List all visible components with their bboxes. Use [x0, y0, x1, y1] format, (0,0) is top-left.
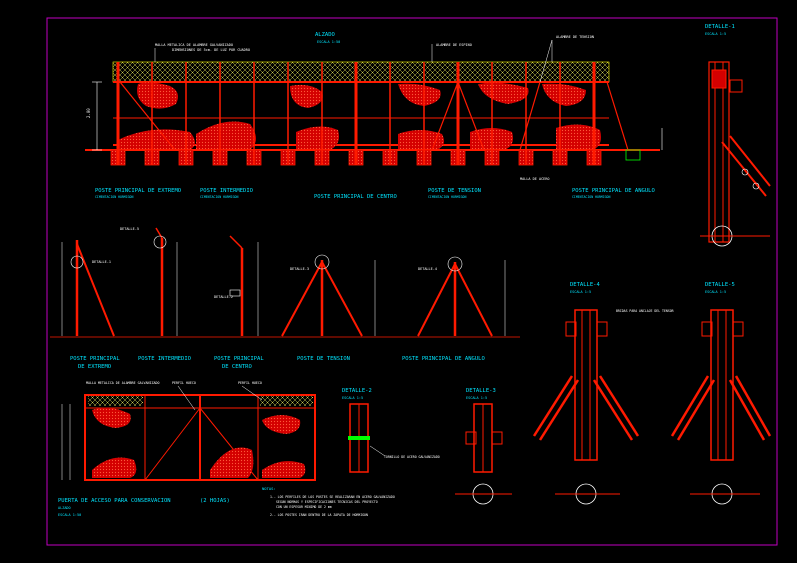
mesh-blob — [398, 83, 441, 106]
ref-detalle-4: DETALLE-4 — [418, 267, 437, 271]
mesh-blob — [118, 129, 195, 150]
small-centro-2: DE CENTRO — [222, 364, 252, 370]
puerta-title: PUERTA DE ACCESO PARA CONSERVACION — [58, 498, 171, 504]
mesh-blob — [196, 121, 256, 150]
small-angulo: POSTE PRINCIPAL DE ANGULO — [402, 356, 485, 362]
puerta-sub: ALZADO — [58, 506, 71, 510]
top-mesh-band — [112, 61, 610, 83]
caption-poste-angulo: POSTE PRINCIPAL DE ANGULO — [572, 188, 655, 194]
nota-1: 1.- LOS PERFILES DE LOS POSTES SE REALIZ… — [270, 495, 395, 499]
puerta-drawing — [61, 385, 316, 481]
caption-sub-angulo: CIMENTACION HORMIGON — [572, 195, 610, 199]
ref-detalle-2: DETALLE-2 — [214, 295, 233, 299]
alzado-title: ALZADO — [315, 32, 335, 38]
small-extremo-1: POSTE PRINCIPAL — [70, 356, 120, 362]
detalle-3-title: DETALLE-3 — [466, 388, 496, 394]
caption-poste-centro: POSTE PRINCIPAL DE CENTRO — [314, 194, 397, 200]
malla-note-2: DIMENSIONES DE 5cm. DE LUZ POR CUADRO — [172, 48, 250, 52]
caption-sub-intermedio: CIMENTACION HORMIGON — [200, 195, 238, 199]
detalle-1-scale: ESCALA 1:5 — [705, 32, 726, 36]
detalle-1-drawing — [700, 61, 771, 247]
mesh-blob — [556, 124, 601, 150]
caption-poste-intermedio: POSTE INTERMEDIO — [200, 188, 253, 194]
caption-sub-extremo: CIMENTACION HORMIGON — [95, 195, 133, 199]
small-intermedio: POSTE INTERMEDIO — [138, 356, 191, 362]
detalle-5-drawing — [670, 309, 772, 505]
mesh-blob — [137, 82, 178, 109]
small-extremo-2: DE EXTREMO — [78, 364, 111, 370]
detalle-2-drawing — [348, 403, 386, 473]
detalle-1-title: DETALLE-1 — [705, 24, 735, 30]
tornillo-label: TORNILLO DE ACERO GALVANIZADO — [384, 455, 440, 459]
mesh-blob — [478, 82, 529, 104]
ref-detalle-5: DETALLE-5 — [120, 227, 139, 231]
nota-1b: SEGUN NORMAS Y ESPECIFICACIONES TECNICAS… — [276, 500, 378, 504]
mesh-blob — [542, 83, 586, 106]
sheet-frame — [46, 17, 778, 546]
ref-detalle-3: DETALLE-3 — [290, 267, 309, 271]
malla-bottom-label: MALLA DE ACERO — [520, 177, 550, 181]
perfil-label-2: PERFIL HUECO — [238, 381, 262, 385]
malla-note: MALLA METALICA DE ALAMBRE GALVANIZADO — [155, 43, 233, 47]
mesh-blob — [290, 84, 323, 108]
alzado-scale: ESCALA 1:50 — [317, 40, 340, 44]
detalle-3-drawing — [455, 403, 512, 505]
puerta-hojas: (2 HOJAS) — [200, 498, 230, 504]
detalle-2-scale: ESCALA 1:5 — [342, 396, 363, 400]
notas-title: NOTAS: — [262, 486, 276, 491]
detalle-4-drawing — [532, 309, 640, 505]
alambre-tension-label: ALAMBRE DE TENSION — [556, 35, 594, 39]
detalle-2-title: DETALLE-2 — [342, 388, 372, 394]
alzado-elevation: 2.00 — [85, 39, 663, 166]
alambre-espino-label: ALAMBRE DE ESPINO — [436, 43, 472, 47]
mesh-blob — [398, 130, 444, 150]
alzado-dimension-label: 2.00 — [86, 108, 91, 118]
small-centro-1: POSTE PRINCIPAL — [214, 356, 264, 362]
nota-1c: CON UN ESPESOR MINIMO DE 2 mm — [276, 505, 332, 509]
mesh-blob — [296, 126, 339, 150]
small-tension: POSTE DE TENSION — [297, 356, 350, 362]
puerta-malla-note: MALLA METALICA DE ALAMBRE GALVANIZADO — [86, 381, 159, 385]
detalle-3-scale: ESCALA 1:5 — [466, 396, 487, 400]
detalle-4-title: DETALLE-4 — [570, 282, 600, 288]
detalle-5-title: DETALLE-5 — [705, 282, 735, 288]
caption-poste-tension: POSTE DE TENSION — [428, 188, 481, 194]
caption-poste-extremo: POSTE PRINCIPAL DE EXTREMO — [95, 188, 181, 194]
ref-detalle-1: DETALLE-1 — [92, 260, 111, 264]
detalle-5-scale: ESCALA 1:5 — [705, 290, 726, 294]
nota-2: 2.- LOS POSTES IRAN DENTRO DE LA ZAPATA … — [270, 513, 368, 517]
perfil-label-1: PERFIL HUECO — [172, 381, 196, 385]
post-types-row — [50, 227, 520, 338]
caption-sub-tension: CIMENTACION HORMIGON — [428, 195, 466, 199]
detalle-4-scale: ESCALA 1:5 — [570, 290, 591, 294]
puerta-scale: ESCALA 1:50 — [58, 513, 81, 517]
bridas-label: BRIDAS PARA ANCLAJE DEL TENSOR — [616, 309, 674, 313]
